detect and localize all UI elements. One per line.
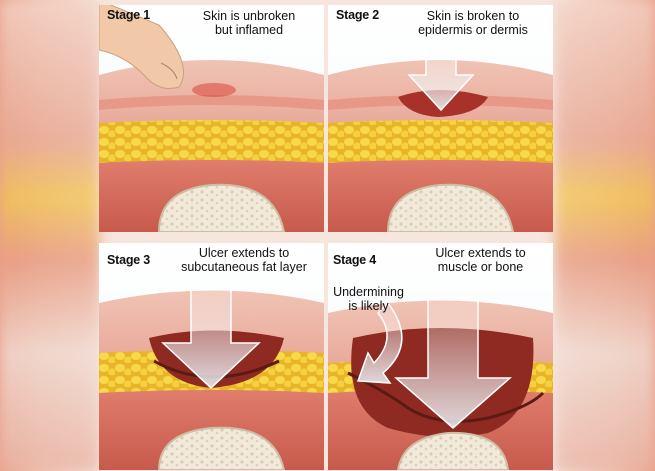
stage-2-caption: Skin is broken to epidermis or dermis	[418, 9, 528, 37]
stage-4-arrow	[394, 297, 512, 429]
stage-3-arrow	[161, 282, 261, 390]
background-blur-left	[0, 0, 100, 471]
stage-4-caption: Ulcer extends to muscle or bone	[435, 246, 526, 274]
stage-3-caption: Ulcer extends to subcutaneous fat layer	[181, 246, 307, 274]
stage-3-illustration	[99, 243, 324, 470]
stage-2-label: Stage 2	[336, 8, 380, 22]
stage-4-undermining-arrow	[356, 301, 403, 384]
stage-1-label: Stage 1	[107, 8, 151, 22]
stage-3-label: Stage 3	[107, 253, 151, 267]
stage-2-illustration	[328, 5, 553, 232]
stage-3-panel: Stage 3 Ulcer extends to subcutaneous fa…	[99, 243, 324, 470]
stage-4-label: Stage 4	[333, 253, 377, 267]
stage-2-panel: Stage 2 Skin is broken to epidermis or d…	[328, 5, 553, 232]
stage-1-caption: Skin is unbroken but inflamed	[202, 9, 296, 37]
stage-1-panel: Stage 1 Skin is unbroken but inflamed	[99, 5, 324, 232]
background-blur-right	[555, 0, 655, 471]
stage-4-panel: Stage 4 Ulcer extends to muscle or bone …	[328, 243, 553, 470]
stage-1-illustration	[99, 5, 324, 232]
stage-4-illustration	[328, 243, 553, 470]
stage-2-arrow	[407, 44, 475, 112]
stage-4-undermining-caption: Undermining is likely	[333, 285, 404, 313]
